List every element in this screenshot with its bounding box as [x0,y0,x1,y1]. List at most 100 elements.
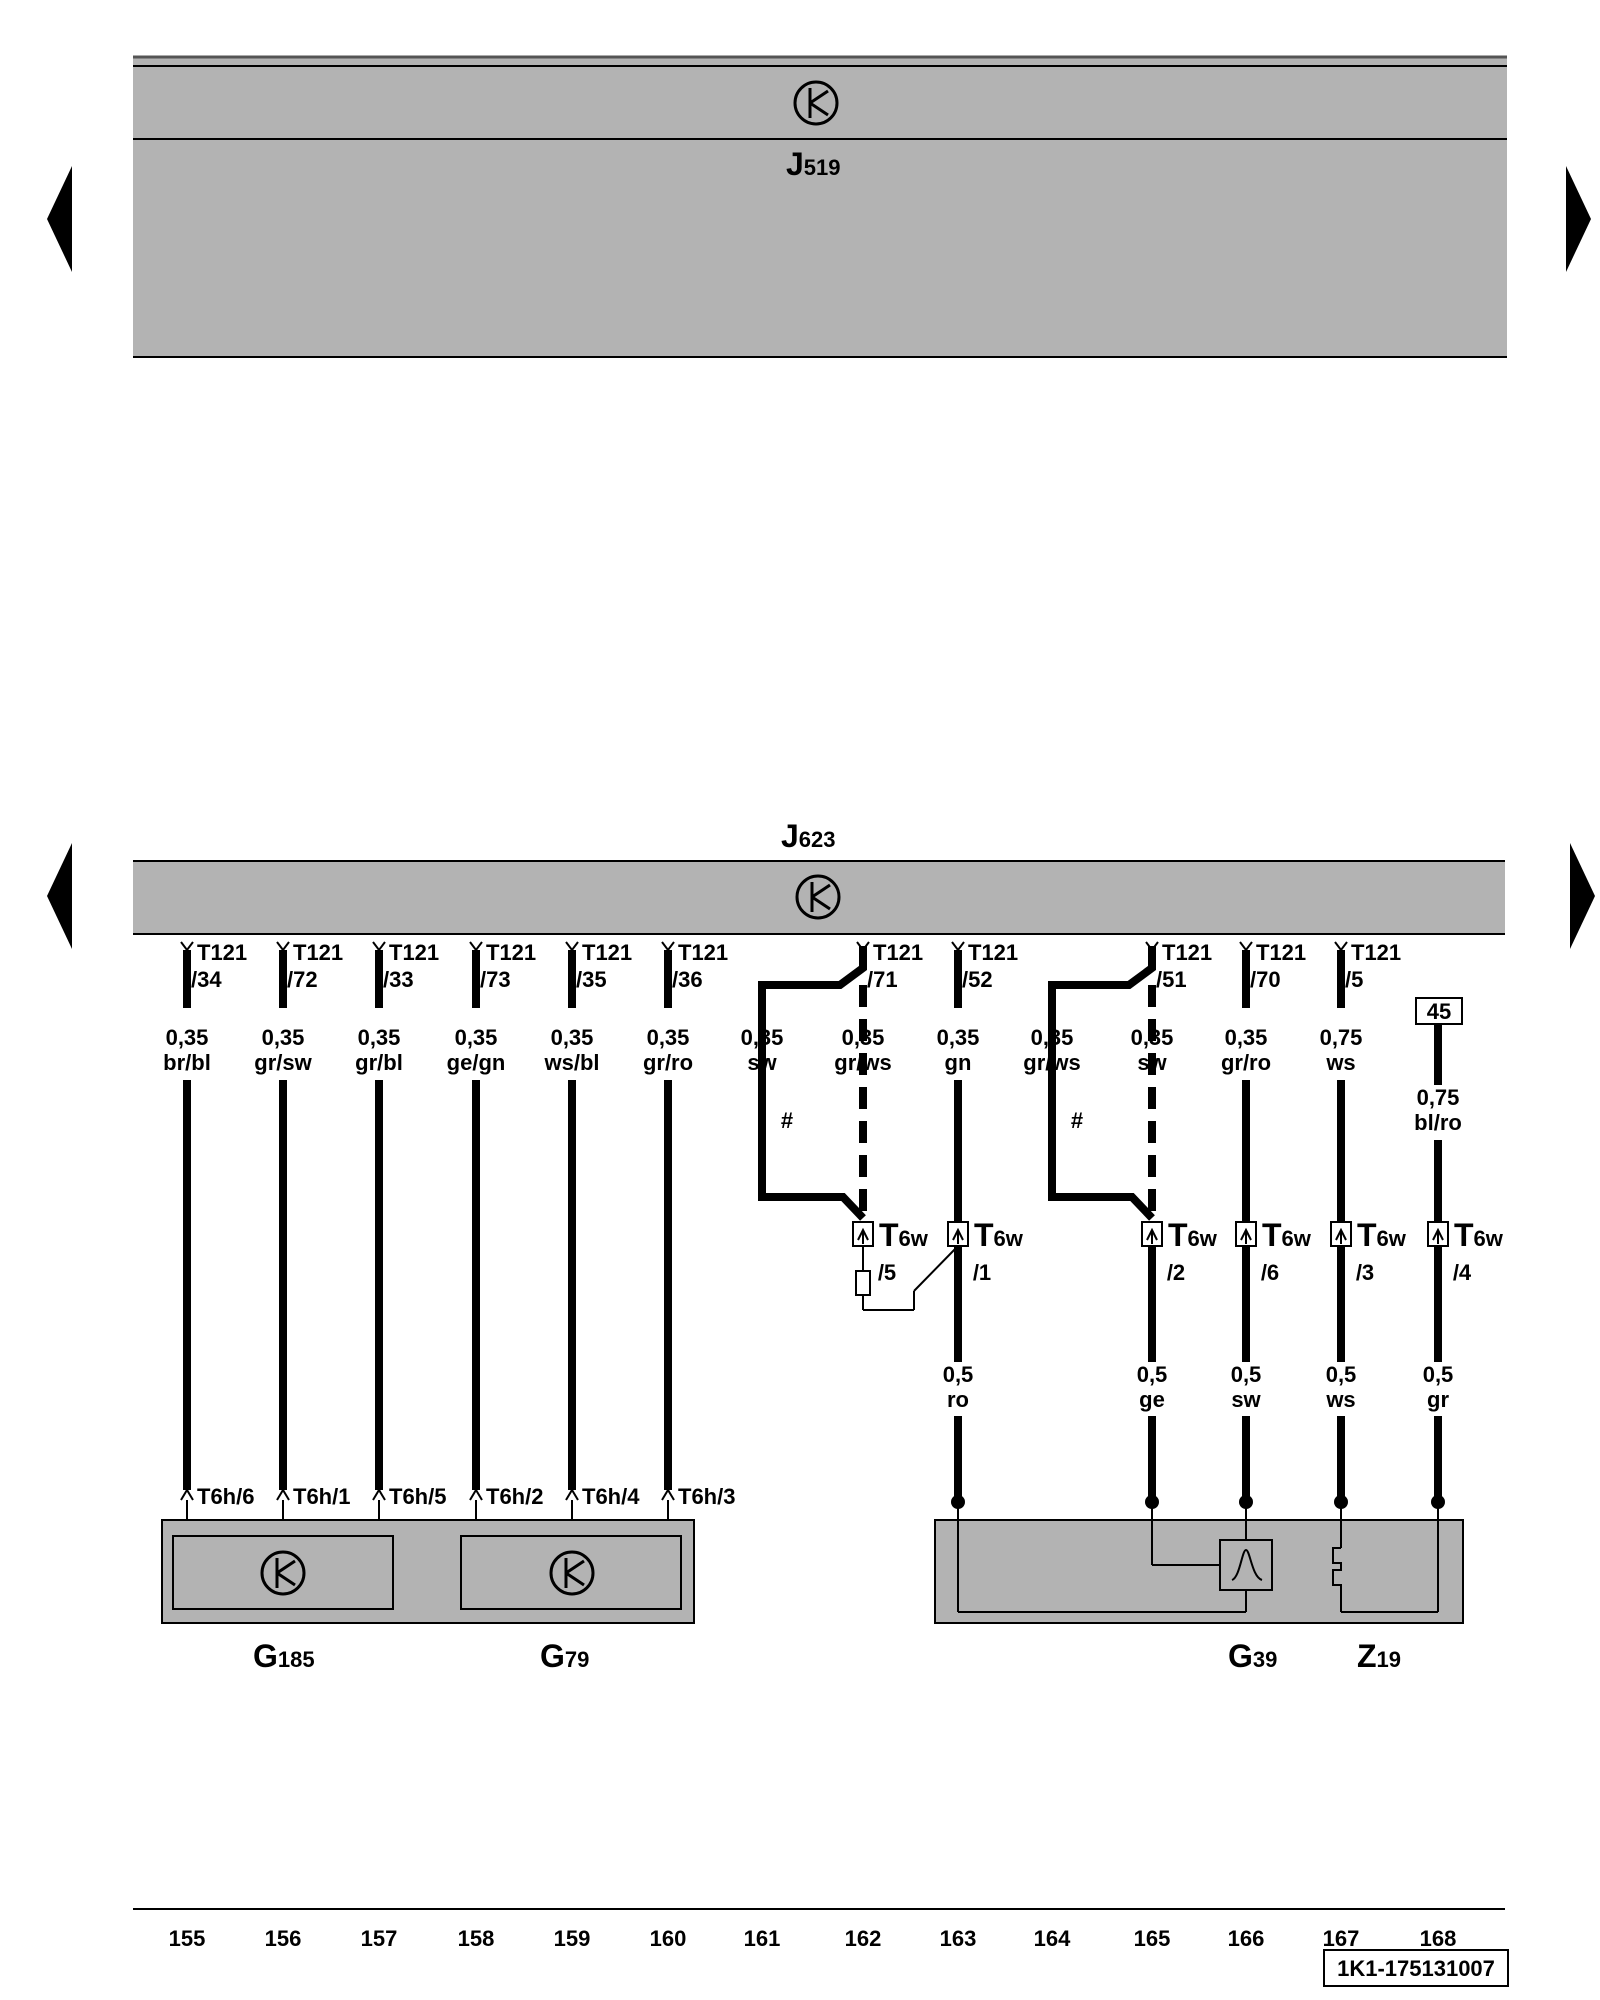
wire-color-157: gr/bl [355,1050,403,1075]
wire-end-pin-162: T6w [879,1217,929,1253]
wire-color-159: ws/bl [543,1050,599,1075]
wire-end-157: T6h/5 [389,1484,446,1509]
column-number: 155 [169,1926,206,1951]
wire-end-pin-166: T6w [1262,1217,1312,1253]
wire-pin-sub-156: /72 [287,967,318,992]
electronic-unit-icon [793,80,839,126]
resistor-loop [855,1245,959,1311]
wire-color-158: ge/gn [447,1050,506,1075]
wire-color-160: gr/ro [643,1050,693,1075]
wire-pin-156: T121 [293,940,343,965]
wire-165: T121/510,35swT6w/20,5ge [1131,940,1218,1509]
wire-size-166: 0,35 [1225,1025,1268,1050]
wire-color-155: br/bl [163,1050,211,1075]
column-number: 163 [940,1926,977,1951]
wire-end-pin-165: T6w [1168,1217,1218,1253]
wire-size-163: 0,35 [937,1025,980,1050]
pin-arrow-icon [661,941,675,952]
column-number: 165 [1134,1926,1171,1951]
wire-low-size-168: 0,5 [1423,1362,1454,1387]
wire-pin-167: T121 [1351,940,1401,965]
pin-arrow-icon [372,1488,386,1501]
column-number: 160 [650,1926,687,1951]
wire-low-color-163: ro [947,1387,969,1412]
pin-arrow-icon [276,941,290,952]
wire-end-slot-168: /4 [1453,1260,1472,1285]
wire-pin-157: T121 [389,940,439,965]
wire-color-167: ws [1325,1050,1355,1075]
wire-color-166: gr/ro [1221,1050,1271,1075]
wire-end-159: T6h/4 [582,1484,640,1509]
wire-size-167: 0,75 [1320,1025,1363,1050]
column-number: 156 [265,1926,302,1951]
column-number: 157 [361,1926,398,1951]
module-label-z19: Z19 [1357,1638,1401,1674]
wire-end-pin-168: T6w [1454,1217,1504,1253]
pin-arrow-icon [1239,941,1253,952]
module-j623: J623 [133,818,1505,935]
wire-end-160: T6h/3 [678,1484,735,1509]
wire-end-156: T6h/1 [293,1484,350,1509]
electronic-unit-icon [260,1550,306,1596]
electronic-unit-icon [549,1550,595,1596]
pin-arrow-icon [951,941,965,952]
module-label-g79: G79 [540,1638,589,1674]
module-label-g39: G39 [1228,1638,1277,1674]
wire-end-slot-165: /2 [1167,1260,1185,1285]
module-label-j519: J519 [786,146,841,182]
next-page-arrow-mid[interactable] [1570,843,1595,949]
wire-pin-166: T121 [1256,940,1306,965]
wire-pin-165: T121 [1162,940,1212,965]
wire-size-156: 0,35 [262,1025,305,1050]
wire-pin-sub-163: /52 [962,967,993,992]
pin-arrow-icon [276,1488,290,1501]
terminal-box-45: 45 [1415,997,1463,1025]
wire-size-157: 0,35 [358,1025,401,1050]
wire-mark-161: # [781,1108,793,1133]
wire-end-slot-166: /6 [1261,1260,1279,1285]
prev-page-arrow-top[interactable] [47,166,72,272]
column-number: 168 [1420,1926,1457,1951]
pin-arrow-icon [372,941,386,952]
module-label-g185: G185 [253,1638,315,1674]
wire-pin-sub-159: /35 [576,967,607,992]
wire-pin-sub-155: /34 [191,967,222,992]
wire-pin-155: T121 [197,940,247,965]
wire-mark-164: # [1071,1108,1083,1133]
wire-pin-sub-167: /5 [1345,967,1363,992]
wire-end-158: T6h/2 [486,1484,543,1509]
pin-arrow-icon [565,941,579,952]
column-number: 159 [554,1926,591,1951]
wire-pin-163: T121 [968,940,1018,965]
twisted-pair-162: # [758,946,867,1221]
next-page-arrow-top[interactable] [1566,166,1591,272]
wire-pin-sub-162: /71 [867,967,898,992]
wire-size-159: 0,35 [551,1025,594,1050]
wire-end-pin-163: T6w [974,1217,1024,1253]
prev-page-arrow-mid[interactable] [47,843,72,949]
twisted-pair-165: # [1048,946,1156,1221]
wire-pin-sub-166: /70 [1250,967,1281,992]
sensor-block-g39-z19: G39 Z19 [934,1502,1464,1674]
wire-pin-162: T121 [873,940,923,965]
column-number: 158 [458,1926,495,1951]
wire-color-156: gr/sw [254,1050,312,1075]
module-label-j623: J623 [781,818,836,854]
wire-low-size-165: 0,5 [1137,1362,1168,1387]
wire-low-color-168: gr [1427,1387,1449,1412]
pin-arrow-icon [180,1488,194,1501]
electronic-unit-icon [795,874,841,920]
wire-end-155: T6h/6 [197,1484,254,1509]
wire-size-168: 0,75 [1417,1085,1460,1110]
pin-arrow-icon [469,1488,483,1501]
wire-low-size-163: 0,5 [943,1362,974,1387]
